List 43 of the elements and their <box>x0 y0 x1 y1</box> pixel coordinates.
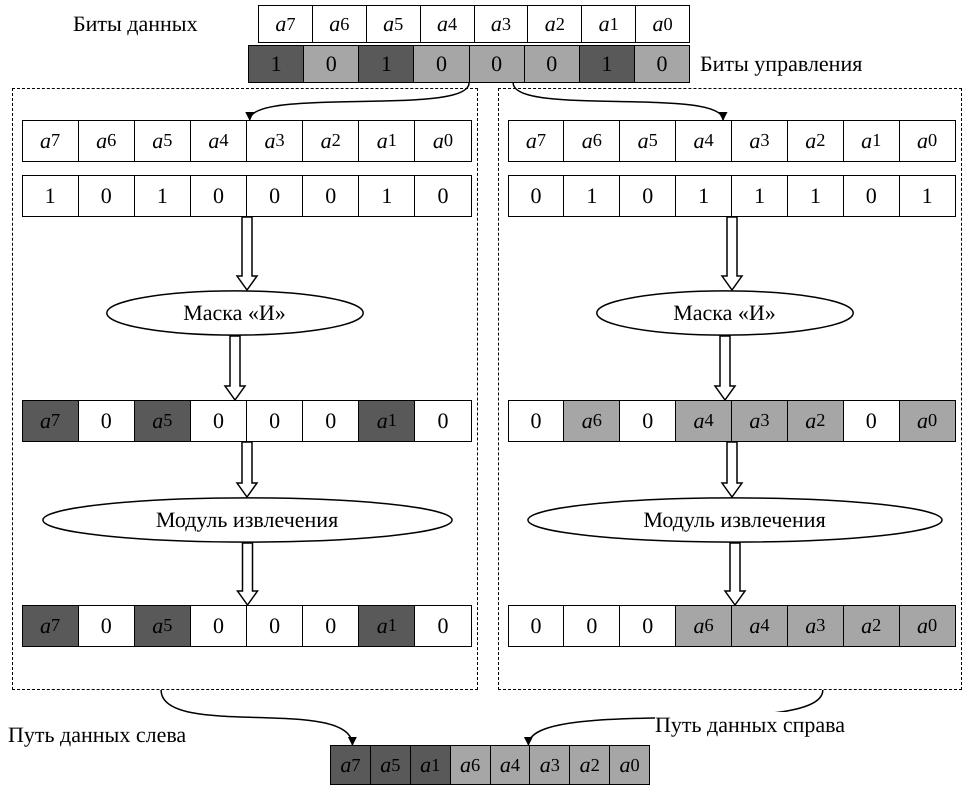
row-label: Биты данных <box>73 11 198 37</box>
bit-cell: 0 <box>78 400 135 440</box>
bit-cell: 0 <box>78 606 135 646</box>
bit-cell: 0 <box>634 46 689 82</box>
dashed-group-box <box>498 88 962 690</box>
hollow-arrow <box>236 542 259 606</box>
bit-cell: 1 <box>580 46 635 82</box>
process-ellipse <box>594 290 854 336</box>
bit-register <box>508 120 956 162</box>
hollow-arrow <box>236 216 258 292</box>
ellipse-label: Модуль извлечения <box>154 506 340 532</box>
bit-cell: 1 <box>249 46 304 82</box>
bit-cell: 0 <box>524 46 580 82</box>
ellipse-label: Маска «И» <box>182 300 287 326</box>
bit-register <box>508 174 956 216</box>
ellipse-label: Маска «И» <box>672 300 777 326</box>
arrow <box>160 690 354 746</box>
bit-register <box>508 400 956 442</box>
hollow-arrow <box>236 441 258 498</box>
ellipse-label: Модуль извлечения <box>642 506 827 532</box>
bit-register <box>508 604 956 646</box>
dashed-group-box <box>12 88 478 690</box>
hollow-arrow <box>720 441 744 498</box>
process-ellipse <box>40 496 454 542</box>
process-ellipse <box>104 290 364 336</box>
bit-cell: 0 <box>414 46 470 82</box>
bit-register <box>22 120 472 162</box>
process-ellipse <box>524 496 944 542</box>
row-label: Биты управления <box>700 51 862 77</box>
bit-register <box>330 745 650 785</box>
bit-register <box>22 604 472 646</box>
bit-cell: 1 <box>359 46 414 82</box>
hollow-arrow <box>224 335 246 402</box>
bit-register <box>248 45 690 83</box>
bit-register <box>22 400 472 442</box>
hollow-arrow <box>724 542 746 606</box>
hollow-arrow <box>714 335 736 402</box>
hollow-arrow <box>720 216 744 292</box>
bit-cell: 0 <box>304 46 360 82</box>
bit-register <box>258 5 690 43</box>
bit-cell: 0 <box>470 46 525 82</box>
bit-cell: 0 <box>78 176 135 216</box>
bit-register <box>22 174 472 216</box>
